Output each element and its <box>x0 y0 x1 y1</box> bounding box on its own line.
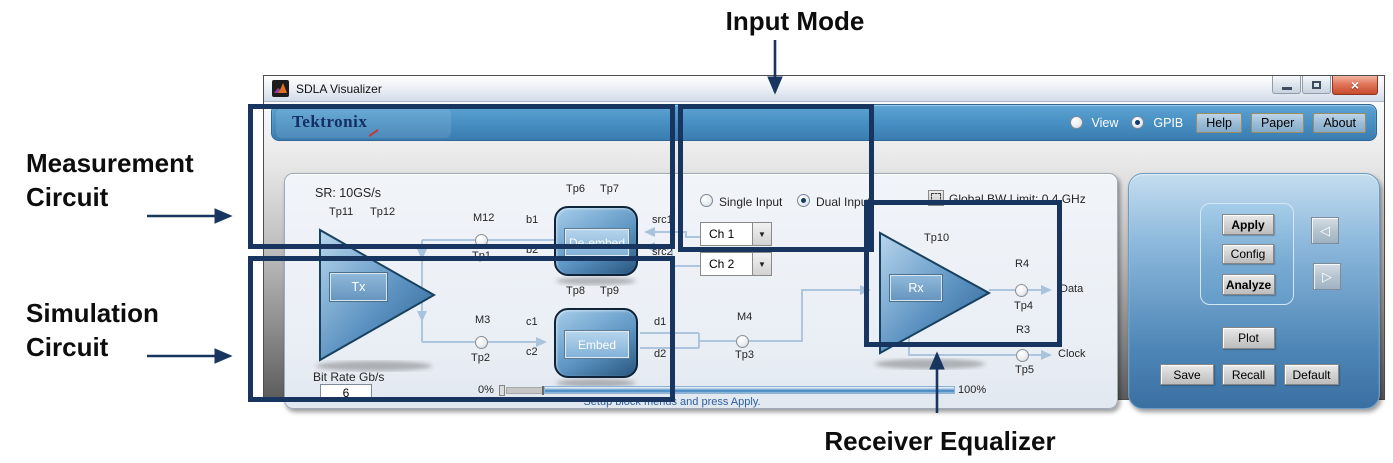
help-button[interactable]: Help <box>1196 112 1242 133</box>
next-icon: ▷ <box>1322 268 1332 284</box>
close-button[interactable]: × <box>1332 76 1378 95</box>
tp3-node[interactable] <box>736 335 749 348</box>
about-button[interactable]: About <box>1313 112 1366 133</box>
view-radio[interactable] <box>1069 116 1083 129</box>
simulation-circuit-callout: Simulation Circuit <box>26 298 159 362</box>
b2-label: b2 <box>526 244 539 256</box>
tp10-label: Tp10 <box>924 232 950 244</box>
diagram-panel: SR: 10GS/s Tx Tp11 Tp12 M12 Tp1 b1 b2 Tp… <box>284 173 1118 409</box>
tp6-label: Tp6 <box>566 183 585 195</box>
tp2-node[interactable] <box>475 336 488 349</box>
ch1-dropdown[interactable]: Ch 1 ▼ <box>700 222 772 246</box>
config-button[interactable]: Config <box>1222 244 1274 264</box>
c2-label: c2 <box>526 346 538 358</box>
rx-button[interactable]: Rx <box>890 275 942 301</box>
tp1-node[interactable] <box>475 234 488 247</box>
tp1-label: Tp1 <box>472 250 491 262</box>
tp12-label: Tp12 <box>370 206 396 218</box>
m3-label: M3 <box>475 314 491 326</box>
restore-button[interactable] <box>1302 76 1331 94</box>
single-input-radio[interactable] <box>700 194 713 207</box>
title-bar[interactable]: SDLA Visualizer × <box>264 76 1384 102</box>
tp5-label: Tp5 <box>1015 364 1034 376</box>
b1-label: b1 <box>526 214 539 226</box>
d1-label: d1 <box>654 316 667 328</box>
chevron-down-icon[interactable]: ▼ <box>752 253 771 275</box>
default-button[interactable]: Default <box>1284 364 1339 385</box>
measurement-circuit-callout: Measurement Circuit <box>26 148 194 212</box>
bit-rate-label: Bit Rate Gb/s <box>313 370 385 384</box>
clock-label: Clock <box>1058 348 1086 360</box>
tp5-node[interactable] <box>1016 349 1029 362</box>
progress-slider-thumb[interactable] <box>499 385 505 396</box>
prev-button[interactable]: ◁ <box>1311 217 1339 244</box>
tp4-label: Tp4 <box>1014 300 1033 312</box>
data-label: Data <box>1060 283 1084 295</box>
progress-track <box>506 387 543 394</box>
close-icon: × <box>1350 77 1360 93</box>
sample-rate-label: SR: 10GS/s <box>315 186 381 200</box>
tp7-label: Tp7 <box>600 183 619 195</box>
gpib-radio[interactable] <box>1131 116 1145 129</box>
apply-button[interactable]: Apply <box>1222 214 1274 235</box>
r4-label: R4 <box>1015 258 1030 270</box>
tp3-label: Tp3 <box>735 349 754 361</box>
connector-lines <box>316 227 1052 387</box>
analyze-button[interactable]: Analyze <box>1222 274 1275 295</box>
m12-label: M12 <box>473 212 495 224</box>
dual-input-radio[interactable] <box>797 194 810 207</box>
input-mode-callout: Input Mode <box>725 6 865 36</box>
progress-100-label: 100% <box>958 384 987 396</box>
dual-input-label: Dual Input <box>816 195 871 209</box>
deembed-block[interactable]: De-embed <box>554 206 638 276</box>
tp8-label: Tp8 <box>566 285 585 297</box>
tp9-label: Tp9 <box>600 285 619 297</box>
recall-button[interactable]: Recall <box>1222 364 1275 385</box>
plot-button[interactable]: Plot <box>1222 327 1275 349</box>
global-bw-checkbox[interactable] <box>928 190 944 206</box>
app-window: SDLA Visualizer × Tektronix View GPIB He… <box>263 75 1385 409</box>
chevron-down-icon[interactable]: ▼ <box>752 223 771 245</box>
global-bw-label: Global BW Limit: 0.4 GHz <box>949 192 1086 206</box>
src1-label: src1 <box>652 214 673 226</box>
receiver-equalizer-callout: Receiver Equalizer <box>824 426 1056 456</box>
bit-rate-input[interactable] <box>320 384 372 401</box>
paper-button[interactable]: Paper <box>1250 112 1305 133</box>
tp4-node[interactable] <box>1015 284 1028 297</box>
toolbar: Tektronix View GPIB Help Paper About <box>271 104 1377 141</box>
prev-icon: ◁ <box>1320 222 1330 238</box>
embed-block[interactable]: Embed <box>554 308 638 378</box>
m4-label: M4 <box>737 311 753 323</box>
tektronix-logo: Tektronix <box>292 112 368 131</box>
window-title: SDLA Visualizer <box>296 82 382 96</box>
minimize-icon <box>1281 86 1292 90</box>
tp11-label: Tp11 <box>329 206 354 218</box>
progress-bar <box>544 386 955 394</box>
tx-button[interactable]: Tx <box>330 273 387 301</box>
r3-label: R3 <box>1016 324 1031 336</box>
window-body: Tektronix View GPIB Help Paper About <box>264 102 1384 409</box>
deembed-button[interactable]: De-embed <box>565 229 629 256</box>
embed-button[interactable]: Embed <box>565 331 629 358</box>
next-button[interactable]: ▷ <box>1313 263 1341 290</box>
save-button[interactable]: Save <box>1160 364 1214 385</box>
ch1-selected-value: Ch 1 <box>709 227 735 241</box>
restore-icon <box>1312 80 1321 89</box>
gpib-radio-label: GPIB <box>1153 115 1184 130</box>
progress-tick <box>542 386 544 395</box>
ch2-dropdown[interactable]: Ch 2 ▼ <box>700 252 772 276</box>
logo-background <box>276 108 451 138</box>
d2-label: d2 <box>654 348 667 360</box>
view-radio-label: View <box>1091 115 1119 130</box>
minimize-button[interactable] <box>1272 76 1301 94</box>
control-panel: Apply Config Analyze ◁ ▷ Plot Save Recal… <box>1128 173 1380 409</box>
c1-label: c1 <box>526 316 538 328</box>
single-input-label: Single Input <box>719 195 783 209</box>
src2-label: src2 <box>652 246 673 258</box>
tp2-label: Tp2 <box>471 352 490 364</box>
matlab-icon <box>272 80 289 97</box>
status-text: Setup block menus and press Apply. <box>583 396 761 408</box>
progress-0-label: 0% <box>478 384 494 396</box>
ch2-selected-value: Ch 2 <box>709 257 735 271</box>
